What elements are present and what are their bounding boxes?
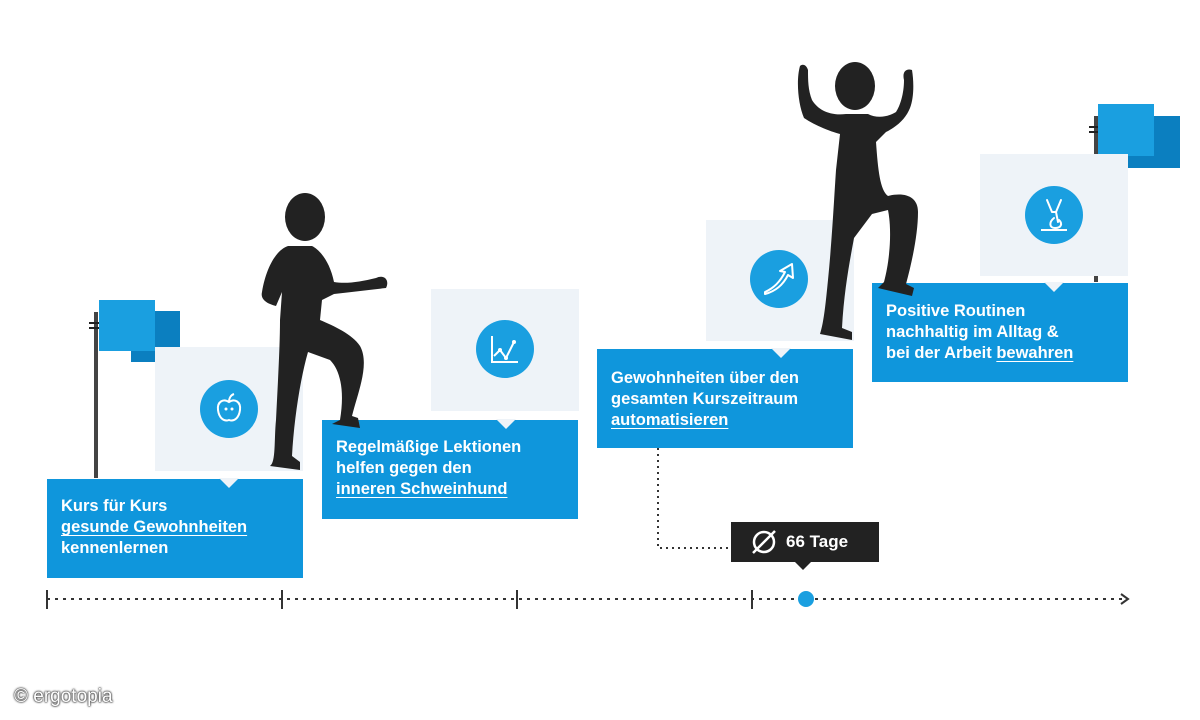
step-2-line-2: helfen gegen den: [336, 459, 472, 477]
step-4-line-3: bei der Arbeit bewahren: [886, 343, 1114, 364]
step-3-box: Gewohnheiten über den gesamten Kurszeitr…: [597, 348, 853, 448]
step-2-line-1: Regelmäßige Lektionen: [336, 438, 522, 456]
step-2-line-3: inneren Schweinhund: [336, 480, 508, 498]
goal-flag-icon: [1089, 104, 1180, 282]
step-1-pointer: [219, 478, 239, 488]
average-duration-pointer: [795, 562, 811, 570]
step-1-line-3: kennenlernen: [61, 539, 169, 557]
step-2-box: Regelmäßige Lektionen helfen gegen den i…: [322, 419, 578, 519]
step-3-pointer: [771, 348, 791, 358]
step-3-line-3: automatisieren: [611, 411, 729, 429]
step-4-line-2: nachhaltig im Alltag &: [886, 323, 1059, 341]
step-4-line-3-text: bei der Arbeit: [886, 344, 997, 362]
step-3-line-1: Gewohnheiten über den: [611, 369, 799, 387]
diameter-symbol-icon: [752, 530, 776, 554]
average-duration-text: 66 Tage: [786, 532, 849, 551]
step-1-line-1: Kurs für Kurs: [61, 497, 168, 515]
dotted-connector: [657, 448, 731, 549]
step-4-line-1: Positive Routinen: [886, 302, 1026, 320]
step-1-box: Kurs für Kurs gesunde Gewohnheiten kenne…: [47, 478, 303, 578]
step-4-box: Positive Routinen nachhaltig im Alltag &…: [872, 282, 1128, 382]
step-3-line-2: gesamten Kurszeitraum: [611, 390, 799, 408]
yoga-pose-icon: [1025, 186, 1083, 244]
step-2-pointer: [496, 419, 516, 429]
step-4-pointer: [1044, 282, 1064, 292]
rising-arrow-icon: [750, 250, 808, 308]
watermark: © ergotopia: [14, 686, 113, 707]
step-1-line-2: gesunde Gewohnheiten: [61, 518, 248, 536]
growth-chart-icon: [476, 320, 534, 378]
timeline: [46, 590, 1130, 609]
average-duration-label: 66 Tage: [731, 522, 879, 570]
apple-icon: [200, 380, 258, 438]
timeline-marker-66-days: [798, 591, 814, 607]
step-4-line-3-underlined: bewahren: [996, 344, 1074, 362]
timeline-arrow-icon: [1120, 593, 1130, 605]
